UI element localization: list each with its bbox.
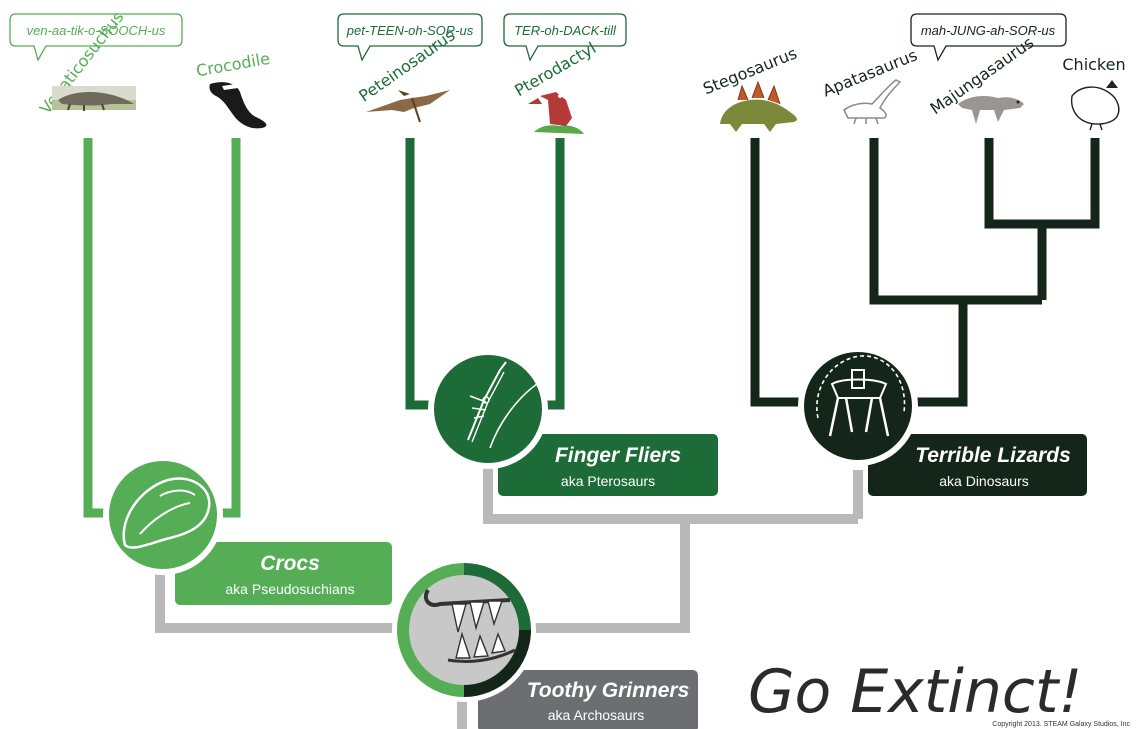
copyright-notice: Copyright 2013. STEAM Galaxy Studios, In… bbox=[992, 721, 1130, 728]
taxon-stegosaurus: Stegosaurus bbox=[700, 43, 799, 98]
archosaurs-title: Toothy Grinners bbox=[527, 679, 690, 702]
crocodile-illustration bbox=[209, 82, 267, 129]
pterodactyl-pronunciation-text: TER-oh-DACK-till bbox=[514, 23, 617, 38]
majungasaurus-illustration bbox=[958, 96, 1024, 124]
lizards-title: Terrible Lizards bbox=[915, 444, 1071, 467]
jaw-teeth-icon bbox=[392, 558, 536, 702]
archosaurs-clade-box: Toothy Grinners aka Archosaurs bbox=[478, 670, 698, 729]
majungasaurus-pronunciation-text: mah-JUNG-ah-SOR-us bbox=[921, 23, 1056, 38]
fingerfliers-title: Finger Fliers bbox=[555, 444, 681, 467]
venaticosuchus-illustration bbox=[52, 86, 136, 111]
crocs-clade-box: Crocs aka Pseudosuchians bbox=[175, 542, 392, 605]
archosaurs-aka: aka Archosaurs bbox=[548, 707, 645, 723]
peteinosaurus-pronunciation: pet-TEEN-oh-SOR-us bbox=[337, 13, 483, 62]
pterodactyl-illustration bbox=[528, 92, 584, 134]
tree-branches bbox=[83, 138, 1100, 729]
peteinosaurus-illustration bbox=[366, 90, 450, 123]
majungasaurus-pronunciation: mah-JUNG-ah-SOR-us bbox=[910, 13, 1067, 62]
taxon-crocodile: Crocodile bbox=[195, 49, 272, 81]
stegosaurus-illustration bbox=[720, 80, 797, 132]
taxon-pterodactyl: Pterodactyl bbox=[511, 38, 599, 100]
crocs-aka: aka Pseudosuchians bbox=[225, 581, 354, 597]
hip-bones-icon bbox=[798, 346, 918, 466]
lizards-clade-box: Terrible Lizards aka Dinosaurs bbox=[868, 434, 1087, 496]
lizards-aka: aka Dinosaurs bbox=[939, 473, 1029, 489]
pterodactyl-pronunciation: TER-oh-DACK-till bbox=[503, 13, 627, 62]
chicken-illustration bbox=[1070, 80, 1120, 131]
venaticosuchus-pronunciation-text: ven-aa-tik-o-SOOCH-us bbox=[27, 23, 166, 38]
go-extinct-wordmark: Go Extinct! bbox=[748, 657, 1082, 727]
venaticosuchus-pronunciation: ven-aa-tik-o-SOOCH-us bbox=[9, 13, 183, 62]
fingerfliers-clade-box: Finger Fliers aka Pterosaurs bbox=[498, 434, 718, 496]
croc-scale-icon bbox=[103, 455, 223, 575]
wing-bones-icon bbox=[428, 349, 548, 469]
taxon-chicken: Chicken bbox=[1062, 55, 1125, 74]
peteinosaurus-pronunciation-text: pet-TEEN-oh-SOR-us bbox=[346, 23, 474, 38]
apatasaurus-illustration bbox=[843, 79, 902, 125]
dinosaur-branch bbox=[750, 138, 1100, 407]
fingerfliers-aka: aka Pterosaurs bbox=[561, 473, 655, 489]
taxon-apatasaurus: Apatasaurus bbox=[820, 45, 920, 100]
trunk-branch bbox=[155, 468, 863, 729]
crocs-title: Crocs bbox=[260, 552, 320, 575]
